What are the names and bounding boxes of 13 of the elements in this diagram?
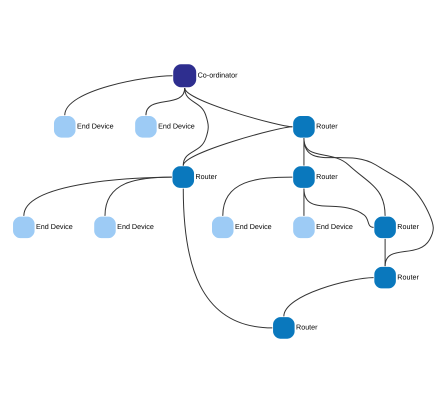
connector [182,188,272,328]
connector [384,238,386,266]
connector [303,138,434,266]
connector [222,176,292,216]
connector [184,87,292,127]
connector [64,74,173,115]
connector [104,176,172,216]
connector [182,87,209,166]
connector [23,176,172,216]
connector [182,126,292,166]
connector [145,87,186,115]
connector [303,188,374,228]
connector [283,276,374,316]
